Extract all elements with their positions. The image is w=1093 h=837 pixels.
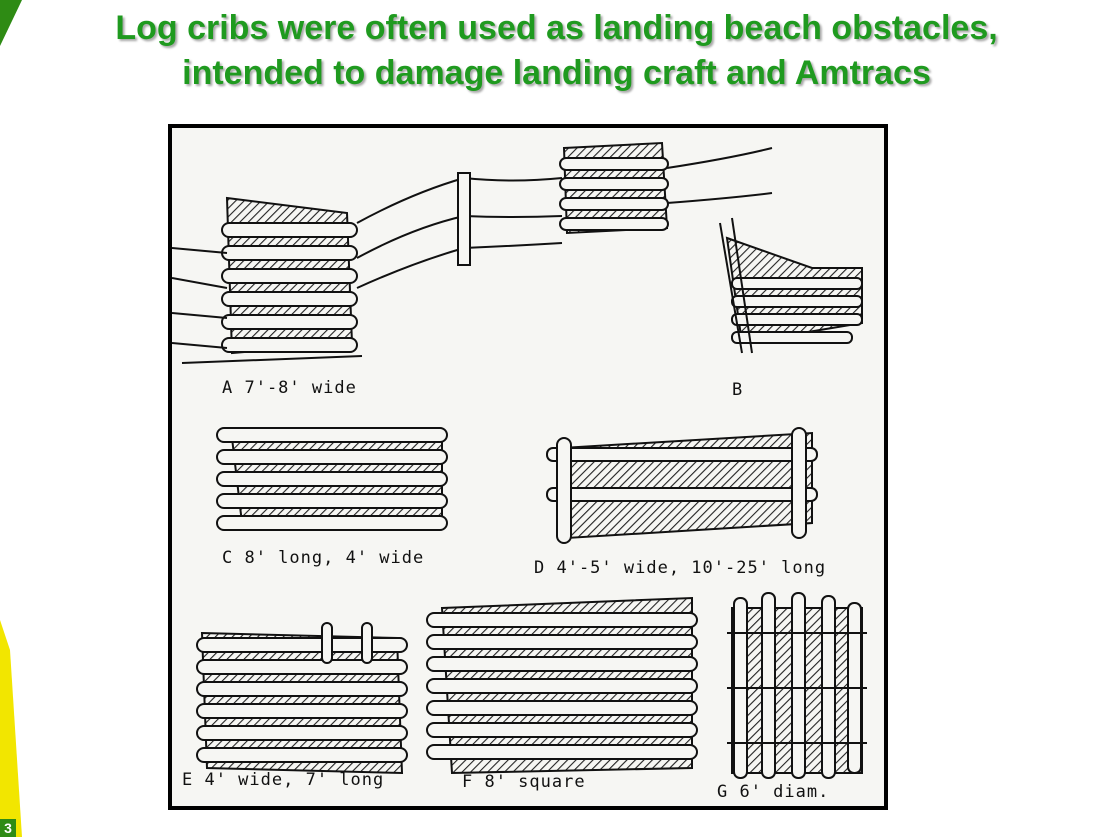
slide-number: 3: [0, 819, 16, 837]
slide-title: Log cribs were often used as landing bea…: [20, 6, 1093, 96]
log-crib-drawings: [172, 141, 867, 779]
corner-wedge-decoration: [0, 0, 22, 46]
caption-e: E 4' wide, 7' long: [182, 770, 385, 790]
log-crib-illustration: A 7'-8' wide B C 8' long, 4' wide D 4'-5…: [168, 124, 888, 810]
crib-c-drawing: [216, 427, 448, 531]
caption-a: A 7'-8' wide: [222, 378, 357, 398]
crib-b-drawing: [719, 217, 863, 354]
caption-f: F 8' square: [462, 772, 586, 792]
crib-top-middle-drawing: [559, 141, 773, 235]
left-accent-stripe: [0, 620, 22, 837]
crib-a-drawing: [172, 172, 563, 364]
slide-title-line-1: Log cribs were often used as landing bea…: [115, 9, 998, 47]
crib-g-drawing: [727, 592, 867, 779]
caption-b: B: [732, 380, 744, 400]
crib-e-drawing: [196, 622, 408, 775]
caption-c: C 8' long, 4' wide: [222, 548, 425, 568]
caption-d: D 4'-5' wide, 10'-25' long: [534, 558, 827, 578]
crib-d-drawing: [546, 427, 818, 544]
slide-title-line-2: intended to damage landing craft and Amt…: [182, 54, 931, 92]
caption-g: G 6' diam.: [717, 782, 830, 802]
crib-f-drawing: [426, 596, 698, 775]
